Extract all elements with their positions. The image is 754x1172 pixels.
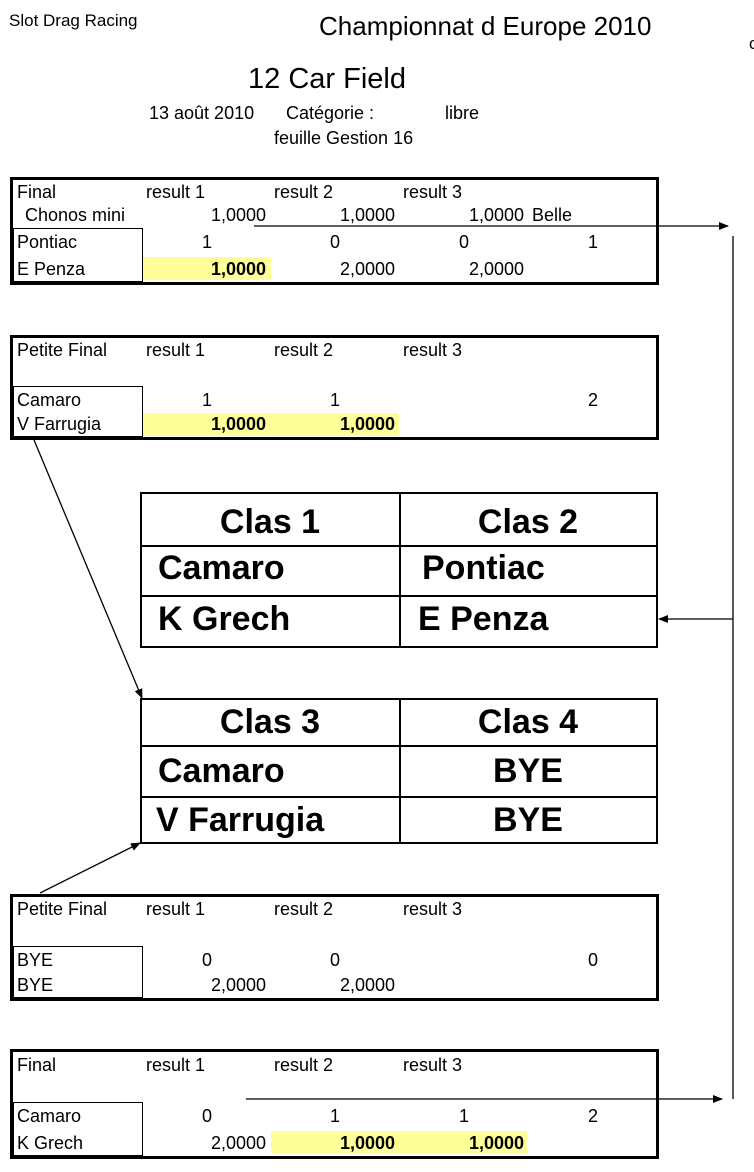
petite-top-label: Petite Final	[17, 340, 108, 360]
car-result-2: 1	[330, 390, 341, 410]
car-total: 1	[588, 232, 599, 252]
petite-top-panel	[10, 335, 659, 440]
clas-4-row-1: BYE	[493, 752, 563, 790]
car-result-1: 0	[202, 950, 213, 970]
result-header-1: result 1	[146, 340, 206, 360]
arrow-petite-top-to-clas-3	[33, 439, 143, 699]
final-top-label: Final	[17, 182, 57, 202]
driver-time-1: 1,0000	[210, 259, 266, 279]
clas-header-1: Clas 1	[219, 503, 321, 541]
edge-char: c	[749, 34, 754, 53]
petite-top-car: Camaro	[17, 390, 82, 410]
petite-bottom-driver: BYE	[17, 975, 54, 995]
result-header-3: result 3	[403, 340, 463, 360]
result-header-1: result 1	[146, 899, 206, 919]
clas-table-2	[140, 698, 658, 844]
track-result-2: 1,0000	[339, 205, 395, 225]
result-header-3: result 3	[403, 182, 463, 202]
driver-time-2: 2,0000	[339, 259, 395, 279]
track-result-1: 1,0000	[210, 205, 266, 225]
car-result-1: 1	[202, 390, 213, 410]
final-top-name-cell	[13, 228, 143, 282]
final-bottom-label: Final	[17, 1055, 57, 1075]
clas-1-row-2: K Grech	[158, 600, 291, 638]
result-header-1: result 1	[146, 182, 206, 202]
clas-2-row-2: E Penza	[418, 600, 549, 638]
car-result-1: 1	[202, 232, 213, 252]
app-name: Slot Drag Racing	[9, 11, 138, 30]
result-header-1: result 1	[146, 1055, 206, 1075]
petite-bottom-label: Petite Final	[17, 899, 108, 919]
result-header-3: result 3	[403, 1055, 463, 1075]
car-result-2: 0	[330, 232, 341, 252]
clas-table-1	[140, 492, 658, 648]
arrow-petite-bottom-to-clas-3	[39, 842, 141, 894]
result-header-2: result 2	[274, 899, 334, 919]
final-bottom-panel	[10, 1049, 659, 1159]
result-header-2: result 2	[274, 340, 334, 360]
car-total: 2	[588, 1106, 599, 1126]
petite-top-name-cell	[13, 386, 143, 437]
highlight-cell	[271, 1131, 527, 1154]
category-label: Catégorie :	[286, 103, 375, 123]
championship-title: Championnat d Europe 2010	[319, 11, 652, 41]
clas-2-row-1: Pontiac	[422, 549, 545, 587]
car-total: 2	[588, 390, 599, 410]
sheet-label: feuille Gestion 16	[274, 128, 414, 148]
clas-3-row-1: Camaro	[158, 752, 285, 790]
petite-bottom-panel	[10, 894, 659, 1001]
clas-header-4: Clas 4	[477, 703, 579, 741]
result-header-2: result 2	[274, 182, 334, 202]
clas-4-row-2: BYE	[493, 801, 563, 839]
petite-bottom-name-cell	[13, 946, 143, 998]
driver-time-1: 2,0000	[210, 1133, 266, 1153]
result-header-3: result 3	[403, 899, 463, 919]
track-name: Chonos mini	[25, 205, 126, 225]
car-result-3: 1	[459, 1106, 470, 1126]
car-result-2: 1	[330, 1106, 341, 1126]
field-title: 12 Car Field	[248, 63, 406, 95]
driver-time-2: 1,0000	[339, 414, 395, 434]
final-top-driver: E Penza	[17, 259, 86, 279]
car-result-2: 0	[330, 950, 341, 970]
final-top-panel	[10, 177, 659, 285]
car-total: 0	[588, 950, 599, 970]
car-result-3: 0	[459, 232, 470, 252]
clas-3-row-2: V Farrugia	[156, 801, 325, 839]
clas-header-3: Clas 3	[219, 703, 321, 741]
final-top-car: Pontiac	[17, 232, 78, 252]
driver-time-2: 2,0000	[339, 975, 395, 995]
driver-time-2: 1,0000	[339, 1133, 395, 1153]
driver-time-3: 2,0000	[468, 259, 524, 279]
final-bottom-driver: K Grech	[17, 1133, 84, 1153]
event-date: 13 août 2010	[149, 103, 255, 123]
track-extra: Belle	[532, 205, 573, 225]
final-bottom-name-cell	[13, 1102, 143, 1156]
highlight-cell	[142, 257, 271, 280]
result-header-2: result 2	[274, 1055, 334, 1075]
track-result-3: 1,0000	[468, 205, 524, 225]
petite-bottom-car: BYE	[17, 950, 54, 970]
clas-1-row-1: Camaro	[158, 549, 285, 587]
driver-time-3: 1,0000	[468, 1133, 524, 1153]
car-result-1: 0	[202, 1106, 213, 1126]
clas-header-2: Clas 2	[477, 503, 579, 541]
final-bottom-car: Camaro	[17, 1106, 82, 1126]
petite-top-driver: V Farrugia	[17, 414, 102, 434]
highlight-cell	[142, 413, 399, 436]
category-value: libre	[445, 103, 480, 123]
driver-time-1: 2,0000	[210, 975, 266, 995]
driver-time-1: 1,0000	[210, 414, 266, 434]
